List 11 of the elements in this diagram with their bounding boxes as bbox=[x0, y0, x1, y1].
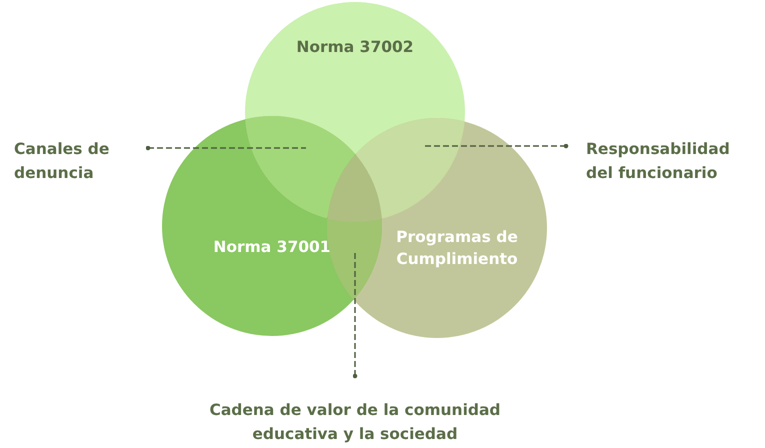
leader-line bbox=[352, 250, 358, 378]
callout-label: Cadena de valor de la comunidad educativa y la sociedad bbox=[208, 400, 502, 445]
overlap-region bbox=[356, 118, 465, 218]
callout-label: Canales de denuncia bbox=[14, 139, 110, 184]
circle-label: Norma 37002 bbox=[295, 37, 415, 58]
circle-label: Norma 37001 bbox=[212, 237, 332, 258]
leader-line bbox=[146, 146, 306, 150]
overlap-region bbox=[245, 116, 355, 218]
circle-label: Programas de Cumplimiento bbox=[395, 227, 519, 270]
leader-line bbox=[422, 144, 568, 148]
callout-label: Responsabilidad del funcionario bbox=[586, 139, 731, 184]
